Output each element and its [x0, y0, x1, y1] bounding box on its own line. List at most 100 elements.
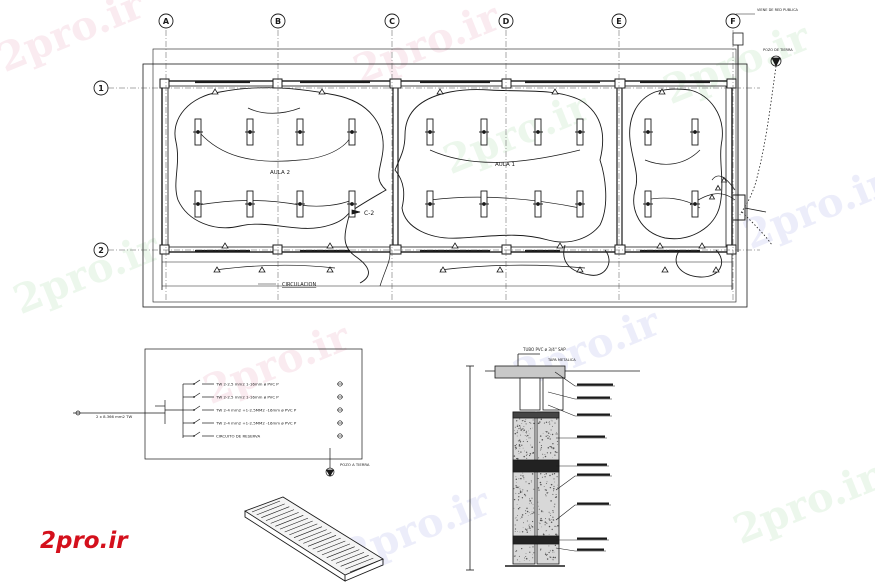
grid-bubble-col: [611, 13, 627, 29]
outlet-symbol: [326, 242, 334, 249]
grid-label-row: 2: [98, 246, 104, 255]
grid-label-col: A: [163, 17, 170, 26]
section-callouts: [547, 371, 615, 552]
circuit-tag: C-2: [364, 210, 374, 217]
louver-fin: [265, 509, 295, 521]
section-callout: [556, 463, 609, 467]
section-callout: [556, 435, 607, 439]
outlet-symbol: [436, 88, 444, 95]
room-label-aula-1: AULA 1: [495, 162, 515, 168]
section-callout: [547, 404, 612, 417]
grid-bubble-row: [93, 242, 109, 258]
outlet-symbol: [656, 242, 664, 249]
fluorescent-fixture: [575, 118, 585, 146]
arrow-icon: [351, 209, 361, 215]
fluorescent-fixture: [643, 190, 653, 218]
fluorescent-fixture: [425, 190, 435, 218]
schematic-circuit-label: TW 2-2.5 mm2 1-16mm ø PVC P: [215, 395, 279, 400]
fluorescent-fixture: [245, 118, 255, 146]
top-right-note: VIENE DE RED PUBLICA: [757, 8, 799, 12]
outlet-symbol: [576, 266, 584, 273]
schematic-circuit-row: TW 2-4 mm2 +1-2.5MM2 -16mm ø PVC P: [183, 405, 343, 413]
schematic-ground-label: POZO A TIERRA: [340, 462, 370, 467]
brand-logo: 2pro.ir: [40, 528, 128, 554]
outlet-symbol: [318, 88, 326, 95]
fluorescent-fixture: [347, 118, 357, 146]
schematic-feeder: 2 x 8.366 mm2 TW: [96, 414, 132, 419]
outlet-symbol: [658, 88, 666, 95]
schematic-circuit-row: TW 2-4 mm2 +1-2.5MM2 -16mm ø PVC P: [183, 418, 343, 426]
fluorescent-fixture: [295, 190, 305, 218]
outlet-symbol: [326, 266, 334, 273]
louver-fin: [345, 557, 374, 570]
schematic-circuit-row: TW 2-2.5 mm2 1-16mm ø PVC P: [183, 392, 343, 400]
outlet-symbols: [211, 88, 728, 273]
outlet-symbol: [213, 266, 221, 273]
louver-fin: [251, 500, 281, 513]
fluorescent-fixture: [575, 190, 585, 218]
fluorescent-fixture: [347, 190, 357, 218]
grid-bubble-col: [270, 13, 286, 29]
fluorescent-fixture: [533, 190, 543, 218]
fluorescent-fixture: [643, 118, 653, 146]
switch-symbol: [714, 184, 722, 191]
louver-fin: [298, 529, 327, 541]
outlet-symbol: [258, 266, 266, 273]
grid-label-row: 1: [98, 84, 104, 93]
schematic-circuit-label: TW 2-2.5 mm2 1-16mm ø PVC P: [215, 382, 279, 387]
fluorescent-fixture: [245, 190, 255, 218]
outlet-symbol: [439, 266, 447, 273]
ground-well-label: POZO DE TIERRA: [763, 48, 793, 52]
fluorescent-fixture: [295, 118, 305, 146]
soil-texture: [513, 418, 559, 563]
louver-fin: [340, 555, 369, 567]
switch-symbol: [720, 176, 728, 183]
grid-label-col: F: [730, 17, 735, 26]
outlet-symbol: [556, 242, 564, 249]
section-callout: [556, 537, 609, 541]
schematic-circuit-row: CIRCUITO DE RESERVA: [183, 431, 343, 439]
grid-label-col: E: [616, 17, 621, 26]
grid-bubble-col: [384, 13, 400, 29]
outlet-symbol: [551, 88, 559, 95]
louver-fin: [317, 540, 346, 553]
louver-fin: [293, 526, 323, 538]
fluorescent-luminaire-3d: [243, 496, 384, 582]
section-callout: [555, 473, 612, 491]
louver-fin: [307, 535, 337, 547]
schematic-circuit-label: TW 2-4 mm2 +1-2.5MM2 -16mm ø PVC P: [215, 421, 297, 426]
grid-bubble-col: [498, 13, 514, 29]
outlet-symbol: [211, 88, 219, 95]
fluorescent-fixture: [425, 118, 435, 146]
room-label-aula-2: AULA 2: [270, 170, 290, 176]
section-pipe-label: TUBO PVC ø 3/4" SAP: [522, 347, 566, 352]
louver-fin: [289, 523, 318, 536]
louver-fin: [284, 520, 313, 533]
section-callout: [554, 371, 615, 387]
grid-bubble-row: [93, 80, 109, 96]
louver-fin: [331, 549, 360, 561]
louver-fin: [303, 532, 332, 544]
schematic-circuits: TW 2-2.5 mm2 1-16mm ø PVC P TW 2-2.5 mm2 …: [183, 379, 343, 439]
schematic-circuit-label: CIRCUITO DE RESERVA: [216, 434, 260, 439]
fluorescent-fixture: [193, 118, 203, 146]
fluorescent-fixture: [690, 118, 700, 146]
floor-plan: [142, 32, 782, 308]
grid-label-col: C: [389, 17, 395, 26]
outlet-symbol: [661, 266, 669, 273]
section-callout: [555, 547, 606, 552]
louver-fin: [326, 546, 355, 558]
outlet-symbol: [221, 242, 229, 249]
grid-label-col: D: [503, 17, 510, 26]
fluorescent-fixture: [479, 118, 489, 146]
fluorescent-fixture: [479, 190, 489, 218]
louver-fin: [312, 537, 341, 550]
louver-fin: [335, 552, 365, 564]
outlet-symbol: [698, 242, 706, 249]
louver-fin: [275, 515, 304, 527]
ground-well-section: [466, 353, 640, 571]
fluorescent-fixture: [533, 118, 543, 146]
section-callout: [547, 391, 612, 400]
luminaire-louvers: [251, 500, 379, 573]
